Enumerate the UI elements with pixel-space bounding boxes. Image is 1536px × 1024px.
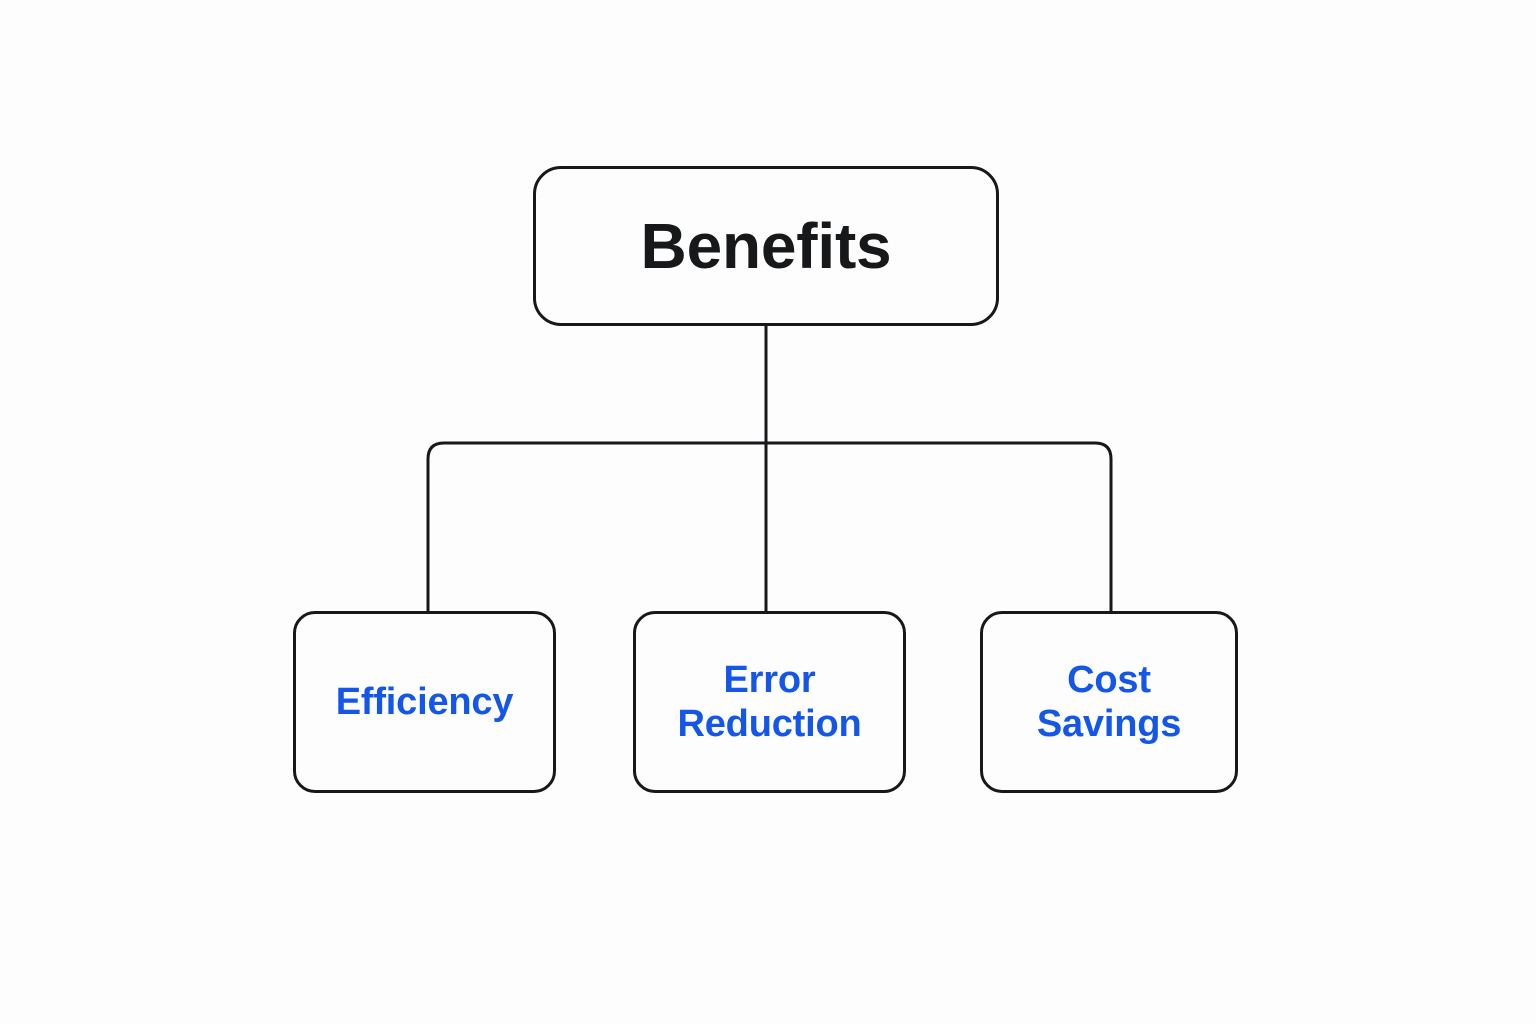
- node-cost-savings-label: Cost Savings: [1036, 658, 1182, 745]
- node-error-reduction-label: Error Reduction: [677, 658, 862, 745]
- node-error-reduction[interactable]: Error Reduction: [633, 611, 906, 793]
- node-efficiency[interactable]: Efficiency: [293, 611, 556, 793]
- node-efficiency-label: Efficiency: [335, 680, 514, 723]
- node-cost-savings[interactable]: Cost Savings: [980, 611, 1238, 793]
- node-benefits-label: Benefits: [640, 209, 892, 282]
- connector-root-to-right: [766, 441, 1113, 613]
- node-benefits[interactable]: Benefits: [533, 166, 999, 326]
- connector-root-to-left: [426, 441, 766, 613]
